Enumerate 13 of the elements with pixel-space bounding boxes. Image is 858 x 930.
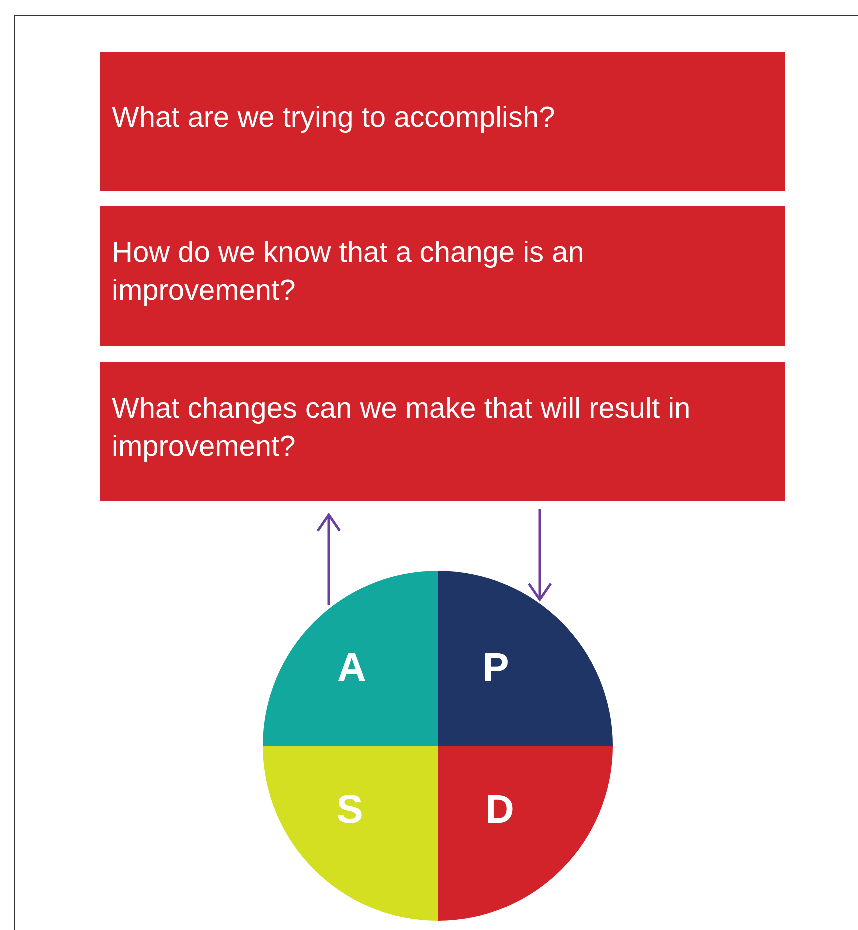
quadrant-letter: A [338,648,366,688]
question-box [100,52,785,191]
arrow [316,514,342,606]
question-text: How do we know that a change is an improvement? [112,236,586,309]
question-box [100,206,785,346]
pdsa-cycle-circle [263,571,613,921]
question-text: What are we trying to accomplish? [112,100,556,136]
quadrant-letter: P [482,648,510,688]
quadrant-letter: S [336,790,364,830]
arrow [528,509,552,602]
question-text: What changes can we make that will result in improvement? [112,392,692,464]
question-box [100,362,785,501]
quadrant-letter: D [486,790,514,830]
